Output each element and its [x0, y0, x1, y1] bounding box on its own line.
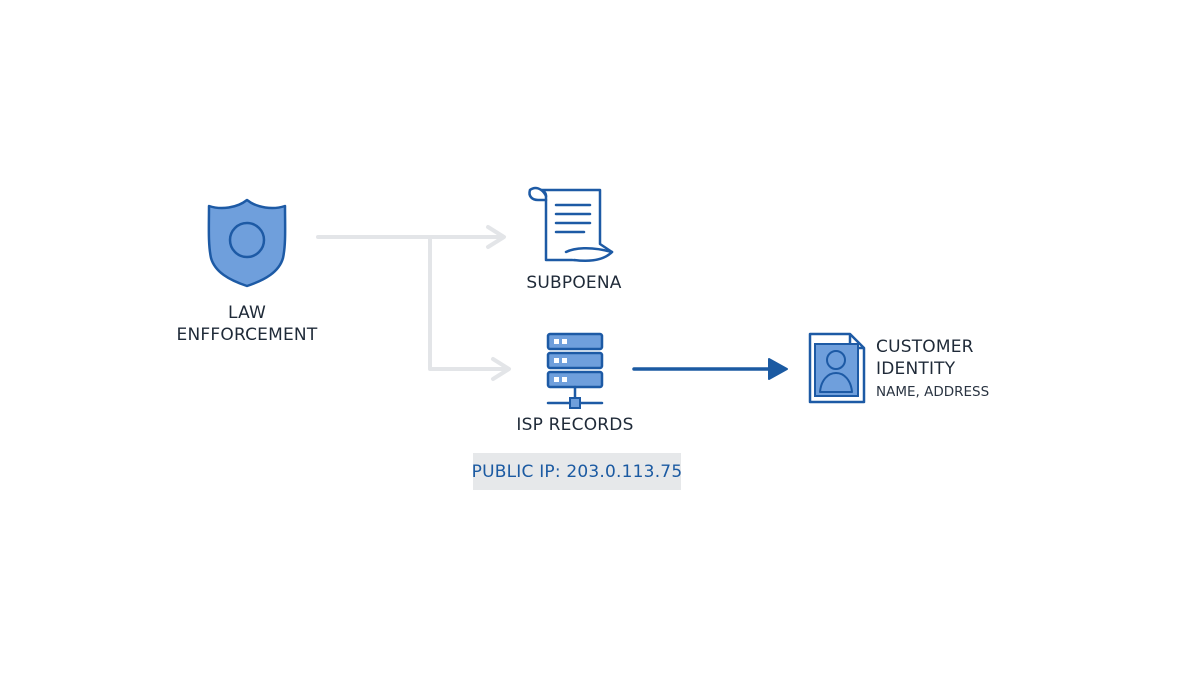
- customer-identity-detail: NAME, ADDRESS: [876, 384, 990, 400]
- public-ip-callout: PUBLIC IP: 203.0.113.75: [471, 453, 683, 490]
- customer-identity-label-line2: IDENTITY: [876, 359, 956, 379]
- customer-identity-label-line1: CUSTOMER: [876, 337, 974, 357]
- customer-profile-document-icon: [808, 332, 866, 404]
- law-enforcement-label-line2: ENFFORCEMENT: [176, 325, 318, 345]
- public-ip-text: PUBLIC IP: 203.0.113.75: [471, 461, 683, 482]
- subpoena-label: SUBPOENA: [526, 273, 622, 293]
- customer-identity-label: CUSTOMER IDENTITY: [876, 336, 974, 380]
- law-enforcement-label-line1: LAW: [228, 303, 266, 323]
- scroll-document-icon: [528, 186, 614, 262]
- arrow-head-icon: [768, 358, 788, 380]
- police-badge-icon: [207, 198, 287, 288]
- isp-records-label: ISP RECORDS: [516, 415, 634, 435]
- law-enforcement-label: LAW ENFFORCEMENT: [177, 302, 318, 346]
- connector-law-enforcement-split: [316, 225, 511, 381]
- server-rack-icon: [546, 332, 604, 409]
